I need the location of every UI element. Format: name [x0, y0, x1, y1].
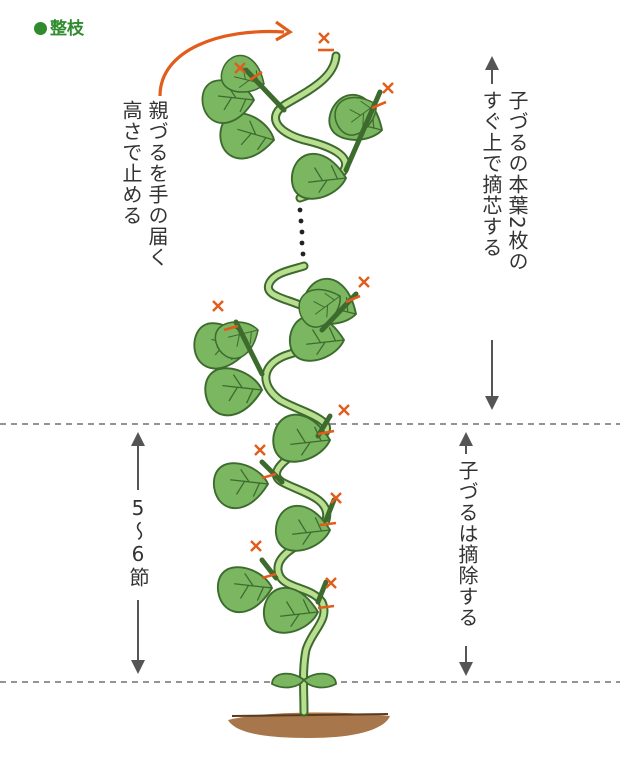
cotyledon-right — [302, 672, 337, 689]
cotyledon-left — [271, 672, 306, 689]
nodes-number-6: 6 — [126, 542, 150, 567]
cut-marks — [211, 31, 395, 610]
cut-mark-icon — [371, 100, 387, 110]
cut-mark-icon — [345, 294, 361, 304]
title-text: 整枝 — [50, 19, 84, 39]
curved-arrow-icon — [158, 29, 285, 97]
cut-mark-icon — [337, 403, 351, 417]
ground-line — [231, 713, 389, 717]
leaf-icon — [274, 504, 331, 552]
top-pinch-line-1: 子づるの本葉2枚の — [505, 90, 529, 272]
nodes-number-5: 5 — [126, 496, 150, 521]
cut-mark-icon — [261, 472, 277, 480]
curved-arrow-head — [275, 20, 293, 42]
cut-mark-icon — [261, 572, 277, 580]
cut-mark-icon — [317, 429, 335, 436]
bullet-icon — [34, 22, 47, 35]
diagram-title: 整枝 — [34, 14, 84, 39]
bottom-remove-text: 子づるは摘除する — [455, 460, 479, 628]
nodes-tilde: 〜 — [126, 521, 150, 542]
parent-vine-note: 親づるを手の届く 高さで止める — [118, 100, 170, 268]
soil — [228, 712, 390, 738]
cut-mark-icon — [253, 443, 267, 457]
cut-mark-icon — [319, 521, 337, 527]
nodes-range-arrow — [131, 432, 145, 674]
parent-vine-line-1: 親づるを手の届く — [145, 100, 169, 268]
cut-mark-icon — [381, 81, 395, 95]
cut-mark-icon — [249, 70, 263, 82]
leaf-icon — [204, 367, 263, 417]
continuation-dots — [297, 207, 306, 257]
bottom-range-arrow — [459, 432, 473, 676]
cut-mark-icon — [357, 275, 371, 289]
cut-mark-icon — [317, 31, 331, 45]
nodes-note: 5〜6節 — [125, 496, 151, 588]
parent-vine-line-2: 高さで止める — [119, 100, 143, 226]
cut-mark-icon — [211, 299, 225, 313]
nodes-unit: 節 — [126, 567, 150, 588]
top-pinch-note: 子づるの本葉2枚の すぐ上で摘芯する — [478, 90, 530, 272]
top-range-arrow — [485, 56, 499, 410]
top-pinch-line-2: すぐ上で摘芯する — [479, 90, 503, 258]
leaf-icon — [290, 152, 347, 200]
leaf-icon — [212, 462, 269, 510]
bottom-remove-note: 子づるは摘除する — [454, 460, 480, 628]
cut-mark-icon — [317, 604, 335, 610]
cut-mark-icon — [249, 539, 263, 553]
cut-mark-icon — [223, 324, 239, 332]
